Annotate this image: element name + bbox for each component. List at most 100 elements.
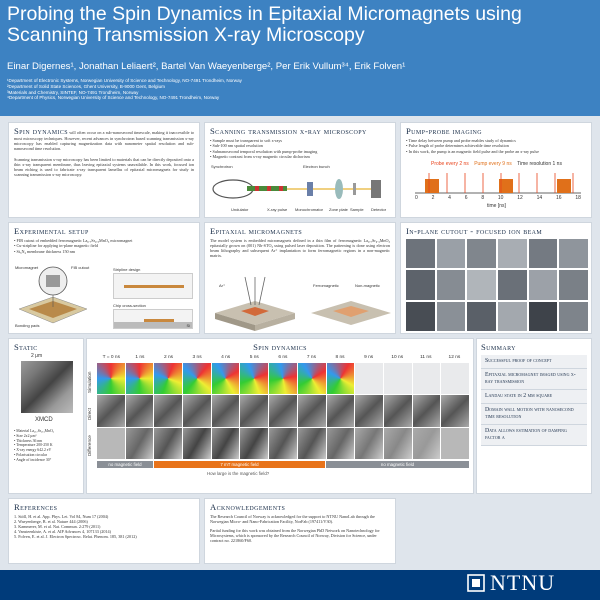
stxm-bullets: Sample must be transparent to soft x-ray…	[210, 138, 390, 159]
schematic-label: Undulator	[231, 207, 249, 212]
sem-image	[528, 301, 558, 331]
legend-pump: Pump every 9 ns	[474, 161, 512, 167]
poster-title: Probing the Spin Dynamics in Epitaxial M…	[7, 3, 522, 46]
affiliation-list: ¹Department of Electronic Systems, Norwe…	[7, 78, 593, 101]
acknowledgements-panel: Acknowledgements The Research Council of…	[204, 498, 396, 564]
ntnu-logo-text: NTNU	[490, 570, 556, 595]
timeline-xlabel: time [ns]	[487, 203, 506, 209]
summary-heading: Summary	[481, 342, 516, 352]
tick-label: 14	[536, 195, 543, 201]
experimental-setup-panel: Experimental setup FIB cutout of embedde…	[8, 222, 200, 334]
affiliation: ³Materials and Chemistry, SINTEF, NO-749…	[7, 89, 139, 95]
simulation-frame	[383, 363, 412, 395]
difference-frame	[269, 427, 297, 459]
simulation-frame	[211, 363, 240, 395]
time-label: 10 ns	[391, 355, 404, 360]
simulation-frame	[154, 363, 183, 395]
pump-probe-legend: Probe every 2 ns Pump every 9 ns Time re…	[431, 161, 562, 167]
pump-probe-heading: Pump-probe imaging	[406, 126, 482, 136]
direct-frame	[297, 395, 326, 427]
sem-image	[436, 270, 466, 300]
sem-image	[436, 239, 466, 269]
list-item: Polarisation circular	[14, 453, 54, 458]
intro-paragraph-2: Scanning transmission x-ray microscopy h…	[14, 157, 194, 177]
simulation-frame	[326, 363, 355, 395]
static-bullets: Material La₀.₇Sr₀.₃MnO₃ Size 2x2 μm² Thi…	[14, 429, 54, 463]
intro-paragraph: will often occur on a sub-nanosecond tim…	[14, 130, 194, 151]
fib-heading: In-plane cutout - focused ion beam	[406, 226, 543, 236]
simulation-frame	[125, 363, 154, 395]
row-label: Simulation	[87, 371, 92, 393]
no-field-bar: no magnetic field	[326, 461, 469, 468]
reference-item: 4. Vansteenkiste, A. et al. AIP Advances…	[14, 529, 111, 534]
time-label: 1 ns	[135, 355, 145, 360]
intro-panel: Spin dynamics will often occur on a sub-…	[8, 122, 200, 218]
sem-image	[528, 239, 558, 269]
list-item: Angle of incidence 30°	[14, 458, 54, 463]
sem-image	[497, 270, 527, 300]
field-question: How large is the magnetic field?	[207, 471, 270, 476]
tick-label: 12	[517, 195, 523, 201]
row-label: Difference	[87, 435, 92, 457]
summary-item: Epitaxial micromagnet imaged using x-ray…	[481, 369, 587, 390]
reference-item: 3. Kammerer, M. et al. Nat. Commun. 2:27…	[14, 524, 101, 529]
time-label: 2 ns	[163, 355, 174, 360]
direct-frame	[211, 395, 240, 427]
difference-frame	[326, 427, 355, 459]
reference-item: 2. Waeyenberge, B. et al. Nature 444 (20…	[14, 519, 88, 524]
time-label: 5 ns	[249, 355, 259, 360]
illustration-label: Ferromagnetic	[313, 283, 339, 288]
list-item: FIB cutout of embedded ferromagnetic La₀…	[14, 238, 194, 243]
time-label: 11 ns	[420, 355, 432, 360]
epitaxial-heading: Epitaxial micromagnets	[210, 226, 303, 236]
experimental-setup-bullets: FIB cutout of embedded ferromagnetic La₀…	[14, 238, 194, 254]
intro-heading: Spin dynamics	[14, 126, 68, 136]
direct-frame	[412, 395, 441, 427]
list-item: Sub-100 nm spatial resolution	[210, 143, 390, 148]
summary-item: Landau state in 2 μm square	[481, 390, 587, 404]
ntnu-logo-icon	[467, 574, 485, 592]
affiliation: ¹Department of Electronic Systems, Norwe…	[7, 78, 242, 83]
sem-image	[528, 270, 558, 300]
static-heading: Static	[14, 342, 38, 352]
time-label: 8 ns	[335, 355, 345, 360]
acknowledgements-heading: Acknowledgements	[210, 502, 286, 512]
static-panel: Static 2 μm XMCD Material La₀.₇Sr₀.₃MnO₃…	[8, 338, 84, 494]
reference-item: 5. Folven, E. et al. J. Electron Spectro…	[14, 534, 137, 539]
no-field-bar: no magnetic field	[97, 461, 153, 468]
pump-probe-panel: Pump-probe imaging Time delay between pu…	[400, 122, 592, 218]
simulation-frame	[441, 363, 469, 395]
sem-image	[467, 239, 496, 269]
author-list: Einar Digernes¹, Jonathan Leliaert², Bar…	[7, 61, 406, 72]
list-item: X-ray energy 642.2 eV	[14, 448, 54, 453]
sem-image	[467, 301, 496, 331]
affiliation: ²Department of Solid State Sciences, Ghe…	[7, 83, 165, 89]
time-label: 9 ns	[364, 355, 374, 360]
difference-frame	[97, 427, 125, 459]
direct-frame	[326, 395, 355, 427]
row-label: Direct	[87, 408, 92, 420]
difference-frame	[211, 427, 240, 459]
illustration-label: Non-magnetic	[355, 283, 380, 288]
setup-label: Micromagnet	[15, 265, 39, 270]
list-item: Subnanosecond temporal resolution with p…	[210, 149, 390, 154]
list-item: Size 2x2 μm²	[14, 434, 54, 439]
simulation-frame	[240, 363, 269, 395]
time-label: 3 ns	[192, 355, 202, 360]
sem-image	[559, 301, 588, 331]
xmcd-label: XMCD	[35, 417, 53, 423]
tick-label: 10	[497, 195, 504, 201]
sem-image	[559, 270, 588, 300]
difference-frame	[154, 427, 183, 459]
direct-frame	[97, 395, 125, 427]
tick-label: 4	[448, 195, 451, 201]
poster-header: Probing the Spin Dynamics in Epitaxial M…	[0, 0, 600, 116]
direct-frame	[269, 395, 297, 427]
direct-frame	[383, 395, 412, 427]
cross-section-image: Si	[113, 309, 193, 329]
difference-frame	[240, 427, 269, 459]
summary-item: Data allows estimation of damping factor…	[481, 425, 587, 446]
direct-frame	[355, 395, 383, 427]
sem-image	[497, 239, 527, 269]
list-item: Time delay between pump and probe enable…	[406, 138, 586, 143]
